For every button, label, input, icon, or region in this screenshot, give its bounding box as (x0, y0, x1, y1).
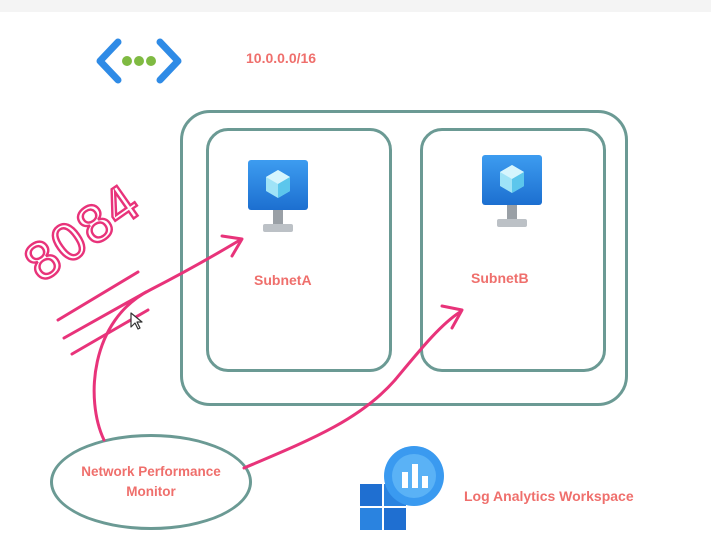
subnet-b-box (420, 128, 606, 372)
network-performance-monitor-node: Network Performance Monitor (50, 434, 252, 530)
log-analytics-icon (360, 446, 444, 530)
top-band (0, 0, 711, 12)
annotation-underline (56, 270, 140, 322)
subnet-b-label: SubnetB (471, 270, 529, 286)
monitor-label-line1: Network Performance (81, 464, 221, 479)
log-analytics-label: Log Analytics Workspace (464, 488, 634, 504)
monitor-label-line2: Monitor (126, 484, 176, 499)
mouse-cursor-icon (130, 312, 143, 330)
virtual-network-icon (96, 38, 182, 84)
vnet-address-space: 10.0.0.0/16 (246, 50, 317, 66)
subnet-a-label: SubnetA (254, 272, 312, 288)
port-annotation-text: 8084 (14, 173, 152, 293)
virtual-machine-icon (248, 160, 308, 232)
virtual-machine-icon (482, 155, 542, 227)
